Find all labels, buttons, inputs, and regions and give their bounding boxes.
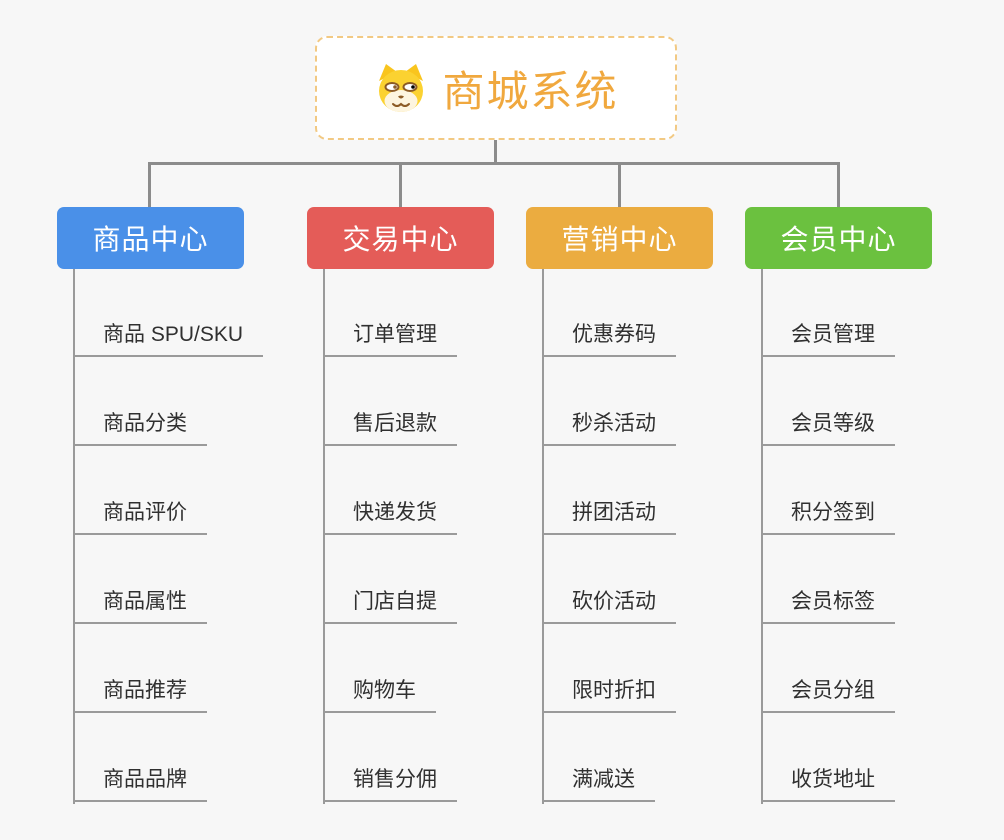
node-item[interactable]: 会员标签: [761, 589, 895, 624]
branch-trunk-line: [761, 269, 763, 804]
node-item[interactable]: 会员分组: [761, 678, 895, 713]
connector-branch-stub: [399, 162, 402, 208]
node-item[interactable]: 优惠券码: [542, 322, 676, 357]
node-item[interactable]: 商品品牌: [73, 767, 207, 802]
node-item[interactable]: 会员等级: [761, 411, 895, 446]
node-item[interactable]: 拼团活动: [542, 500, 676, 535]
branch-trunk-line: [73, 269, 75, 804]
node-item[interactable]: 商品属性: [73, 589, 207, 624]
branch-header-product[interactable]: 商品中心: [57, 207, 244, 269]
connector-root-stub: [494, 139, 497, 164]
branch-marketing-center: 营销中心 优惠券码 秒杀活动 拼团活动 砍价活动 限时折扣 满减送: [526, 207, 713, 804]
branch-trunk-line: [542, 269, 544, 804]
root-title: 商城系统: [442, 67, 619, 115]
node-item[interactable]: 门店自提: [323, 589, 457, 624]
node-item[interactable]: 商品推荐: [73, 678, 207, 713]
node-item[interactable]: 销售分佣: [323, 767, 457, 802]
branch-trade-center: 交易中心 订单管理 售后退款 快递发货 门店自提 购物车 销售分佣: [307, 207, 494, 804]
node-item[interactable]: 商品分类: [73, 411, 207, 446]
branch-product-center: 商品中心 商品 SPU/SKU 商品分类 商品评价 商品属性 商品推荐 商品品牌: [57, 207, 264, 804]
node-item[interactable]: 满减送: [542, 767, 655, 802]
node-item[interactable]: 购物车: [323, 678, 436, 713]
node-item[interactable]: 售后退款: [323, 411, 457, 446]
node-item[interactable]: 秒杀活动: [542, 411, 676, 446]
node-item[interactable]: 商品评价: [73, 500, 207, 535]
branch-header-trade[interactable]: 交易中心: [307, 207, 494, 269]
connector-branch-stub: [618, 162, 621, 208]
branch-trunk-line: [323, 269, 325, 804]
node-item[interactable]: 商品 SPU/SKU: [73, 322, 264, 357]
dog-face-icon: [373, 62, 429, 114]
node-item[interactable]: 砍价活动: [542, 589, 676, 624]
branch-header-member[interactable]: 会员中心: [745, 207, 932, 269]
node-item[interactable]: 会员管理: [761, 322, 895, 357]
root-node[interactable]: 商城系统: [315, 36, 677, 140]
connector-branch-stub: [148, 162, 151, 208]
node-item[interactable]: 限时折扣: [542, 678, 676, 713]
connector-horizontal-line: [149, 162, 840, 165]
branch-member-center: 会员中心 会员管理 会员等级 积分签到 会员标签 会员分组 收货地址: [745, 207, 932, 804]
node-item[interactable]: 订单管理: [323, 322, 457, 357]
node-item[interactable]: 收货地址: [761, 767, 895, 802]
branch-header-marketing[interactable]: 营销中心: [526, 207, 713, 269]
connector-branch-stub: [837, 162, 840, 208]
node-item[interactable]: 快递发货: [323, 500, 457, 535]
node-item[interactable]: 积分签到: [761, 500, 895, 535]
